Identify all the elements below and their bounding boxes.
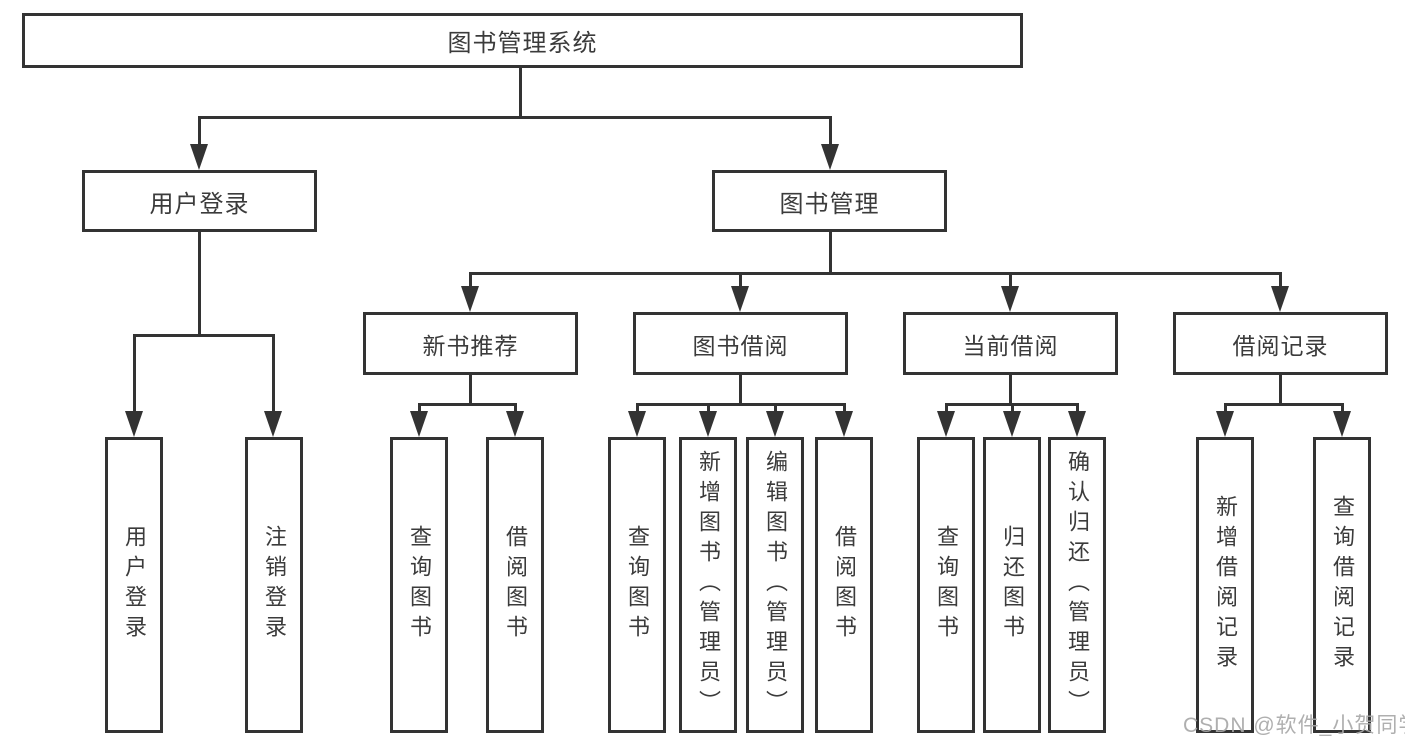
node-leaf-query-books-current-label: 查询图书 — [934, 525, 959, 645]
node-leaf-user-login: 用户登录 — [105, 437, 163, 733]
node-leaf-query-books-recommend-label: 查询图书 — [407, 525, 432, 645]
connector-line — [739, 375, 742, 406]
arrow-down-icon — [190, 144, 208, 170]
arrow-down-icon — [1003, 411, 1021, 437]
node-leaf-borrow-books-recommend: 借阅图书 — [486, 437, 544, 733]
node-leaf-edit-books-admin-label: 编辑图书（管理员） — [763, 450, 788, 720]
node-leaf-return-books: 归还图书 — [983, 437, 1041, 733]
node-leaf-borrow-books-borrow-label: 借阅图书 — [832, 525, 857, 645]
node-book-borrow: 图书借阅 — [633, 312, 848, 375]
connector-line — [418, 403, 421, 415]
connector-line — [774, 403, 777, 415]
connector-line — [418, 403, 517, 406]
node-library-system: 图书管理系统 — [22, 13, 1023, 68]
arrow-down-icon — [1001, 286, 1019, 312]
arrow-down-icon — [410, 411, 428, 437]
connector-line — [636, 403, 639, 415]
arrow-down-icon — [264, 411, 282, 437]
node-user-login: 用户登录 — [82, 170, 317, 232]
connector-line — [1009, 272, 1012, 290]
node-leaf-user-login-label: 用户登录 — [122, 525, 147, 645]
connector-line — [707, 403, 710, 415]
connector-line — [829, 232, 832, 275]
connector-line — [469, 272, 1282, 275]
arrow-down-icon — [1068, 411, 1086, 437]
node-leaf-edit-books-admin: 编辑图书（管理员） — [746, 437, 804, 733]
arrow-down-icon — [699, 411, 717, 437]
connector-line — [198, 232, 201, 337]
arrow-down-icon — [506, 411, 524, 437]
connector-line — [1076, 403, 1079, 415]
connector-line — [469, 375, 472, 406]
connector-line — [519, 68, 522, 118]
node-leaf-add-books-admin-label: 新增图书（管理员） — [696, 450, 721, 720]
node-leaf-confirm-return-admin: 确认归还（管理员） — [1048, 437, 1106, 733]
watermark-text: CSDN @软件_小贺同学 — [1183, 714, 1405, 737]
node-leaf-confirm-return-admin-label: 确认归还（管理员） — [1065, 450, 1090, 720]
connector-line — [843, 403, 846, 415]
node-user-login-label: 用户登录 — [149, 190, 250, 218]
arrow-down-icon — [835, 411, 853, 437]
node-leaf-add-borrow-record: 新增借阅记录 — [1196, 437, 1254, 733]
connector-line — [133, 334, 275, 337]
arrow-down-icon — [821, 144, 839, 170]
arrow-down-icon — [731, 286, 749, 312]
arrow-down-icon — [1333, 411, 1351, 437]
connector-line — [1011, 403, 1014, 415]
connector-line — [1279, 375, 1282, 406]
connector-line — [133, 334, 136, 414]
connector-line — [1341, 403, 1344, 415]
arrow-down-icon — [461, 286, 479, 312]
arrow-down-icon — [766, 411, 784, 437]
connector-line — [739, 272, 742, 290]
node-leaf-borrow-books-recommend-label: 借阅图书 — [503, 525, 528, 645]
node-leaf-logout: 注销登录 — [245, 437, 303, 733]
connector-line — [1009, 375, 1012, 406]
node-leaf-query-borrow-record: 查询借阅记录 — [1313, 437, 1371, 733]
connector-line — [1224, 403, 1343, 406]
arrow-down-icon — [937, 411, 955, 437]
arrow-down-icon — [1271, 286, 1289, 312]
connector-line — [829, 116, 832, 148]
node-book-management: 图书管理 — [712, 170, 947, 232]
connector-line — [945, 403, 948, 415]
node-leaf-query-books-current: 查询图书 — [917, 437, 975, 733]
node-book-borrow-label: 图书借阅 — [692, 332, 789, 359]
node-borrow-records: 借阅记录 — [1173, 312, 1388, 375]
node-current-borrow-label: 当前借阅 — [962, 332, 1059, 359]
node-leaf-return-books-label: 归还图书 — [1000, 525, 1025, 645]
node-current-borrow: 当前借阅 — [903, 312, 1118, 375]
node-new-book-recommend: 新书推荐 — [363, 312, 578, 375]
connector-line — [198, 116, 201, 148]
arrow-down-icon — [125, 411, 143, 437]
node-leaf-query-books-borrow-label: 查询图书 — [625, 525, 650, 645]
connector-line — [1224, 403, 1227, 415]
connector-line — [198, 116, 832, 119]
node-leaf-logout-label: 注销登录 — [262, 525, 287, 645]
connector-line — [469, 272, 472, 290]
node-new-book-recommend-label: 新书推荐 — [422, 332, 519, 359]
node-leaf-borrow-books-borrow: 借阅图书 — [815, 437, 873, 733]
connector-line — [636, 403, 845, 406]
node-leaf-add-books-admin: 新增图书（管理员） — [679, 437, 737, 733]
node-borrow-records-label: 借阅记录 — [1232, 332, 1329, 359]
node-leaf-query-books-recommend: 查询图书 — [390, 437, 448, 733]
arrow-down-icon — [628, 411, 646, 437]
node-leaf-query-books-borrow: 查询图书 — [608, 437, 666, 733]
connector-line — [514, 403, 517, 415]
node-library-system-label: 图书管理系统 — [447, 30, 598, 57]
node-leaf-query-borrow-record-label: 查询借阅记录 — [1330, 495, 1355, 675]
connector-line — [272, 334, 275, 414]
arrow-down-icon — [1216, 411, 1234, 437]
node-book-management-label: 图书管理 — [779, 190, 880, 218]
node-leaf-add-borrow-record-label: 新增借阅记录 — [1213, 495, 1238, 675]
connector-line — [1279, 272, 1282, 290]
